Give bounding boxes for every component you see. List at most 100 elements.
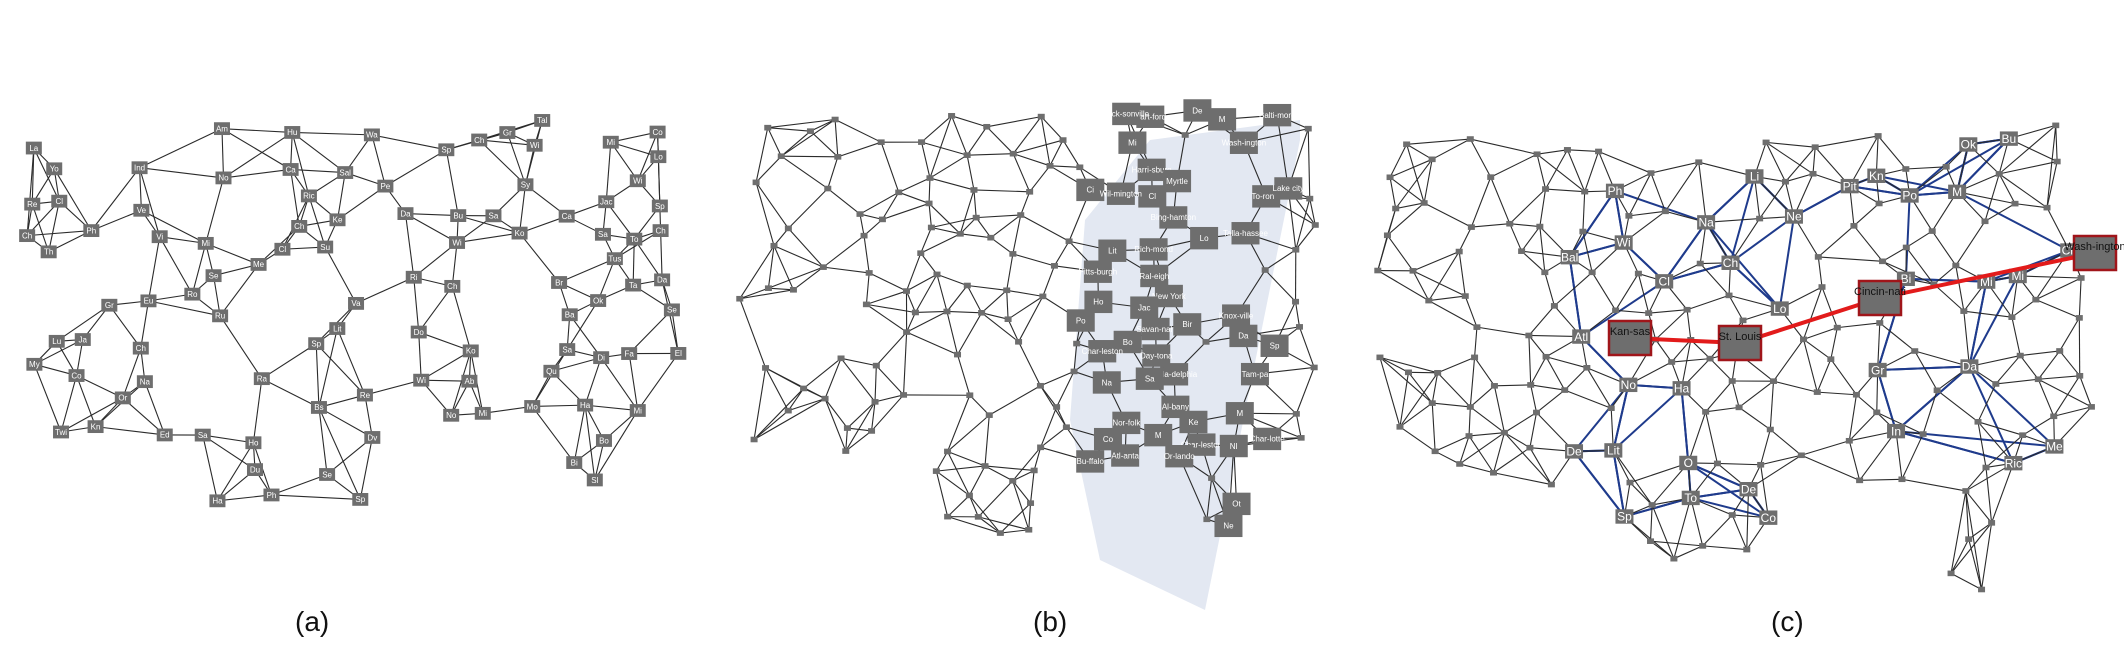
panel-c-node-label: Li [1750,170,1759,184]
panel-c-highlight-edge [1793,185,1851,218]
panel-b-edge [936,274,948,312]
panel-b-edge [1012,214,1022,254]
panel-c-path-edge [1879,251,2096,300]
panel-c-highlight-edge [1877,365,1970,372]
panel-c-node [1965,536,1973,542]
panel-b-node [917,250,925,256]
panel-c-node [1661,208,1669,215]
panel-a-node [329,213,346,227]
panel-c-path-node [1717,324,1763,362]
panel-b-node-label: Talla-hassee [1223,229,1268,238]
panel-a-node [511,226,528,240]
panel-c-highlight-edge [1687,462,1749,491]
panel-a-edge [213,275,221,316]
panel-a-node [215,171,232,185]
panel-a-edge [451,286,472,352]
panel-c-edge [1468,432,1505,437]
panel-c-node [1981,218,1989,225]
panel-c-node-label: Da [1962,360,1978,374]
panel-c-edge [1812,147,1816,174]
panel-c-edge [1922,390,1938,435]
panel-b-node [1065,238,1073,245]
panel-a-node [461,374,478,388]
panel-c-edge [1950,572,1982,590]
panel-c-edge [1837,322,1880,329]
panel-b-edge [834,119,839,157]
panel-c-node [1988,520,1996,526]
panel-c-edge [1803,327,1838,340]
panel-b-node-label: Jac [1138,303,1150,312]
panel-b-edge [767,118,836,129]
panel-c-edge [1933,283,1965,312]
panel-c-edge [1877,322,1881,371]
panel-c-edge [1493,385,1505,433]
panel-c-node [1784,209,1803,224]
panel-a-edge [147,236,161,301]
panel-c-edge [1528,335,1547,358]
panel-c-edge [1914,350,1970,368]
panel-c-highlight-edge [1968,281,1988,367]
panel-b-edge [1033,447,1042,471]
panel-c-edge [1399,372,1439,428]
panel-a-node-label: Fa [624,349,634,358]
panel-b-node [1252,185,1281,208]
panel-c-node [1721,255,1740,270]
panel-a-edge [122,347,142,399]
panel-a-node-label: My [29,360,40,369]
panel-c-edge [1629,462,1689,484]
panel-a-edge [594,440,605,481]
panel-c-node [1560,249,1579,265]
panel-c-node [1952,262,1960,269]
panel-c-node [1781,178,1789,185]
panel-b-edge [905,252,922,292]
panel-a-node [462,344,479,358]
panel-b-edge [859,213,883,220]
panel-c-edge [1731,380,1740,408]
panel-c-node [1695,159,1703,165]
panel-c-edge [1702,545,1747,551]
panel-c-edge [1879,322,1916,352]
panel-c-edge [1536,154,1547,190]
panel-c-node [1581,188,1589,195]
panel-a-node-label: Ca [286,165,297,174]
panel-c-edge [1963,311,1970,367]
panel-c-edge [1650,161,1699,174]
panel-c-node-label: Gr [1871,363,1884,377]
panel-b-edge [1264,269,1296,303]
panel-a-node [586,473,603,487]
panel-c-edge [1957,191,2016,205]
panel-c-node [1759,510,1778,525]
panel-b-node-label: NI [1230,442,1238,451]
panel-c-edge [1981,522,1993,590]
panel-b-edge [810,130,839,158]
panel-c-edge [1474,327,1478,358]
panel-b-node [1084,290,1113,314]
panel-b-edge [906,273,938,292]
panel-c-node-label: Ha [1674,382,1690,396]
panel-c-node [1428,156,1436,163]
panel-c-edge [1673,497,1692,559]
panel-c-highlight-edge [1956,190,2070,252]
panel-b-node [1144,423,1173,447]
panel-c-edge [1769,381,1775,430]
panel-a-node-label: Mi [607,138,616,147]
panel-b-edge [959,189,975,234]
panel-b-edge [753,388,804,440]
panel-c-edge [1965,467,1987,492]
panel-c-node [1565,444,1584,459]
panel-b-edge [1012,116,1042,155]
panel-c-edge [1529,447,1552,485]
panel-c-node-label: De [1566,445,1582,459]
panel-c-node [1396,424,1404,430]
panel-c-node [1856,477,1864,484]
panel-b-node [954,351,962,358]
panel-c-node [1672,381,1691,396]
panel-c-node [1868,362,1887,378]
panel-a-node-label: Ed [160,431,170,440]
panel-b-node [1222,492,1251,516]
panel-b-edge [1042,265,1055,297]
panel-b-node [1187,433,1216,456]
panel-c-node [2045,439,2064,454]
panel-c-node [1668,359,1676,365]
panel-c-edge [1977,421,1987,468]
